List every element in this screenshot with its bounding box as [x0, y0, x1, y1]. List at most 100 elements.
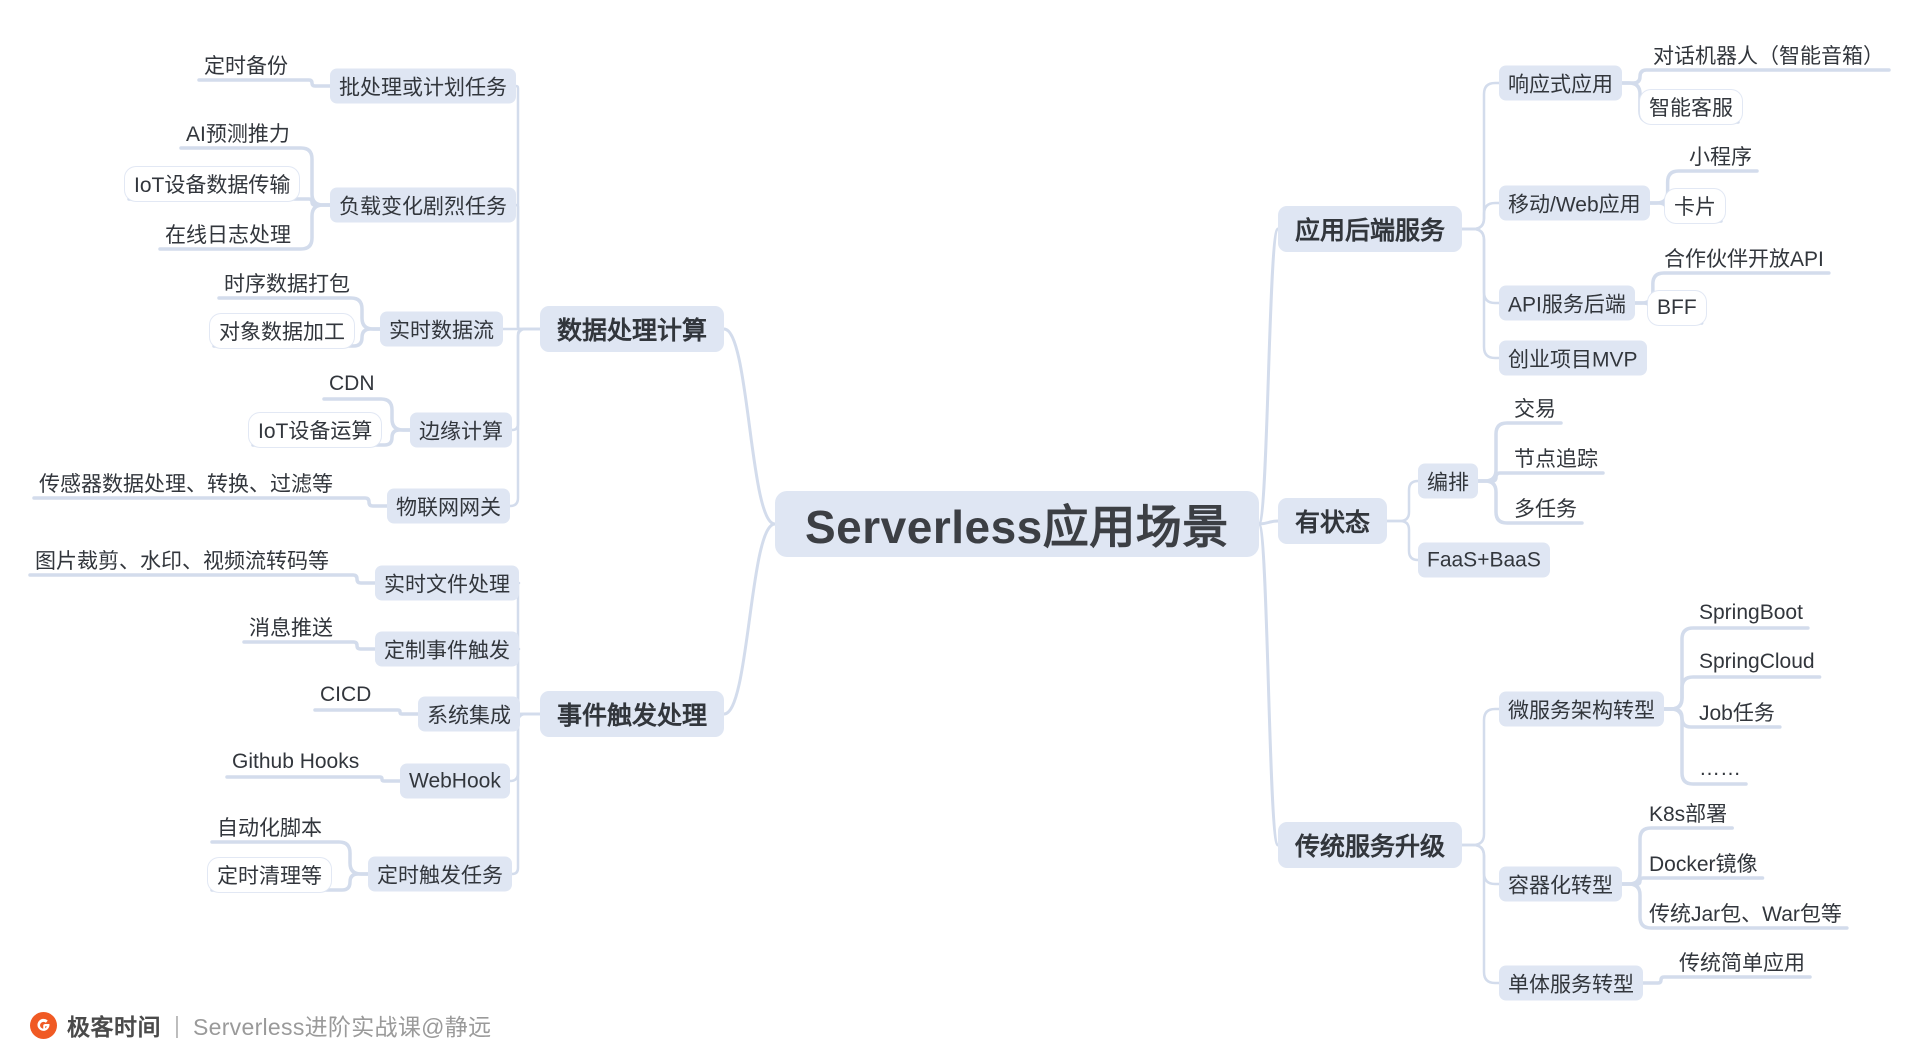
- leaf-sensor-data-processing[interactable]: 传感器数据处理、转换、过滤等: [30, 466, 342, 500]
- leaf-label: 传统简单应用: [1679, 952, 1805, 975]
- node-responsive-app[interactable]: 响应式应用: [1499, 65, 1622, 101]
- node-label: 实时文件处理: [384, 573, 510, 596]
- leaf-smart-customer-service[interactable]: 智能客服: [1640, 90, 1742, 124]
- leaf-jar-war-packages[interactable]: 传统Jar包、War包等: [1640, 896, 1851, 930]
- branch-data-processing[interactable]: 数据处理计算: [540, 306, 725, 352]
- node-label: 响应式应用: [1508, 73, 1613, 96]
- leaf-label: 在线日志处理: [165, 224, 291, 247]
- leaf-label: SpringBoot: [1699, 601, 1803, 624]
- node-microservice-transformation[interactable]: 微服务架构转型: [1499, 691, 1664, 727]
- node-iot-gateway[interactable]: 物联网网关: [387, 488, 510, 524]
- node-label: API服务后端: [1508, 293, 1626, 316]
- node-label: 定制事件触发: [384, 639, 510, 662]
- leaf-label: 交易: [1514, 398, 1556, 421]
- leaf-partner-open-api[interactable]: 合作伙伴开放API: [1655, 241, 1833, 275]
- node-label: WebHook: [409, 769, 501, 792]
- node-label: 实时数据流: [389, 319, 494, 342]
- leaf-label: Github Hooks: [232, 750, 360, 773]
- leaf-label: SpringCloud: [1699, 650, 1815, 673]
- node-startup-mvp[interactable]: 创业项目MVP: [1499, 340, 1647, 376]
- geekbang-logo-icon: [30, 1011, 57, 1039]
- node-realtime-data-stream[interactable]: 实时数据流: [380, 311, 503, 347]
- leaf-label: 自动化脚本: [217, 817, 322, 840]
- leaf-chatbot-smart-speaker[interactable]: 对话机器人（智能音箱）: [1644, 38, 1893, 72]
- node-label: 移动/Web应用: [1508, 193, 1641, 216]
- leaf-label: 定时备份: [204, 55, 288, 78]
- leaf-label: IoT设备运算: [258, 420, 373, 443]
- node-label: 定时触发任务: [377, 864, 503, 887]
- leaf-docker-image[interactable]: Docker镜像: [1640, 846, 1767, 880]
- leaf-springcloud[interactable]: SpringCloud: [1690, 645, 1824, 679]
- branch-label: 事件触发处理: [557, 702, 708, 730]
- leaf-label: 定时清理等: [217, 865, 322, 888]
- leaf-label: AI预测推力: [186, 123, 290, 146]
- node-label: 微服务架构转型: [1508, 699, 1655, 722]
- leaf-label: 对话机器人（智能音箱）: [1653, 45, 1884, 68]
- node-api-service-backend[interactable]: API服务后端: [1499, 285, 1635, 321]
- leaf-label: 传感器数据处理、转换、过滤等: [39, 473, 333, 496]
- node-label: 单体服务转型: [1508, 973, 1634, 996]
- node-volatile-load-tasks[interactable]: 负载变化剧烈任务: [330, 187, 516, 223]
- leaf-scheduled-backup[interactable]: 定时备份: [195, 48, 297, 82]
- leaf-label: Job任务: [1699, 702, 1775, 725]
- leaf-transaction[interactable]: 交易: [1505, 391, 1565, 425]
- leaf-ellipsis[interactable]: ……: [1690, 752, 1750, 786]
- node-containerization[interactable]: 容器化转型: [1499, 866, 1622, 902]
- leaf-label: 对象数据加工: [219, 321, 345, 344]
- node-orchestration[interactable]: 编排: [1418, 463, 1478, 499]
- leaf-springboot[interactable]: SpringBoot: [1690, 596, 1812, 630]
- branch-label: 传统服务升级: [1295, 833, 1446, 861]
- leaf-label: 图片裁剪、水印、视频流转码等: [35, 550, 329, 573]
- leaf-object-data-processing[interactable]: 对象数据加工: [210, 314, 354, 348]
- node-system-integration[interactable]: 系统集成: [418, 696, 520, 732]
- leaf-job-task[interactable]: Job任务: [1690, 695, 1784, 729]
- leaf-timeseries-data-packaging[interactable]: 时序数据打包: [215, 266, 359, 300]
- leaf-mini-program[interactable]: 小程序: [1680, 139, 1761, 173]
- leaf-github-hooks[interactable]: Github Hooks: [223, 745, 368, 779]
- leaf-iot-device-compute[interactable]: IoT设备运算: [249, 413, 382, 447]
- leaf-label: 智能客服: [1649, 97, 1733, 120]
- leaf-label: 合作伙伴开放API: [1664, 248, 1824, 271]
- branch-legacy-upgrade[interactable]: 传统服务升级: [1278, 822, 1463, 868]
- leaf-label: Docker镜像: [1649, 853, 1758, 876]
- leaf-label: 节点追踪: [1514, 448, 1598, 471]
- node-mobile-web-app[interactable]: 移动/Web应用: [1499, 185, 1650, 221]
- node-faas-baas[interactable]: FaaS+BaaS: [1418, 542, 1550, 578]
- leaf-image-video-transcode[interactable]: 图片裁剪、水印、视频流转码等: [26, 543, 338, 577]
- node-custom-event-trigger[interactable]: 定制事件触发: [375, 631, 519, 667]
- leaf-message-push[interactable]: 消息推送: [240, 610, 342, 644]
- leaf-k8s-deployment[interactable]: K8s部署: [1640, 796, 1736, 830]
- branch-event-trigger[interactable]: 事件触发处理: [540, 691, 725, 737]
- leaf-iot-device-data-transfer[interactable]: IoT设备数据传输: [125, 167, 300, 201]
- leaf-scheduled-cleanup[interactable]: 定时清理等: [208, 858, 331, 892]
- node-label: 编排: [1427, 471, 1469, 494]
- node-scheduled-trigger-tasks[interactable]: 定时触发任务: [368, 856, 512, 892]
- leaf-multi-task[interactable]: 多任务: [1505, 491, 1586, 525]
- node-label: 容器化转型: [1508, 874, 1613, 897]
- node-webhook[interactable]: WebHook: [400, 763, 510, 799]
- node-label: 创业项目MVP: [1508, 348, 1638, 371]
- leaf-label: 时序数据打包: [224, 273, 350, 296]
- leaf-online-log-processing[interactable]: 在线日志处理: [156, 217, 300, 251]
- leaf-cicd[interactable]: CICD: [311, 678, 380, 712]
- leaf-ai-prediction-inference[interactable]: AI预测推力: [177, 116, 299, 150]
- brand-name: 极客时间: [67, 1014, 161, 1040]
- node-realtime-file-processing[interactable]: 实时文件处理: [375, 565, 519, 601]
- node-edge-computing[interactable]: 边缘计算: [410, 412, 512, 448]
- root-label: Serverless应用场景: [805, 501, 1229, 553]
- leaf-label: 消息推送: [249, 617, 333, 640]
- branch-label: 数据处理计算: [557, 317, 708, 345]
- leaf-node-tracing[interactable]: 节点追踪: [1505, 441, 1607, 475]
- node-label: 边缘计算: [419, 420, 503, 443]
- root-node[interactable]: Serverless应用场景: [775, 491, 1259, 557]
- leaf-automation-script[interactable]: 自动化脚本: [208, 810, 331, 844]
- leaf-bff[interactable]: BFF: [1648, 291, 1706, 325]
- leaf-cdn[interactable]: CDN: [320, 367, 384, 401]
- leaf-traditional-simple-app[interactable]: 传统简单应用: [1670, 945, 1814, 979]
- branch-stateful[interactable]: 有状态: [1278, 498, 1388, 544]
- branch-app-backend[interactable]: 应用后端服务: [1278, 206, 1463, 252]
- leaf-card[interactable]: 卡片: [1665, 189, 1725, 223]
- node-batch-or-scheduled-tasks[interactable]: 批处理或计划任务: [330, 68, 516, 104]
- node-monolith-transformation[interactable]: 单体服务转型: [1499, 965, 1643, 1001]
